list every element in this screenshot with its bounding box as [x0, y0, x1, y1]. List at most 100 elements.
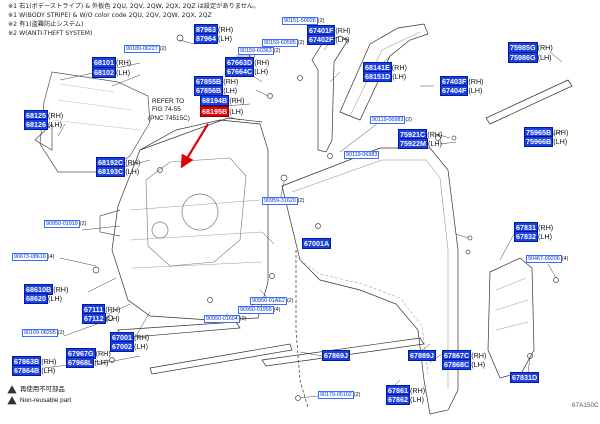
part-90950-01604[interactable]: 90950-01604(2): [204, 315, 246, 323]
part-67861[interactable]: 67861(RH): [386, 385, 425, 396]
part-side: (RH): [53, 285, 69, 294]
part-75965B[interactable]: 75965B(RH): [524, 127, 568, 138]
part-67968L[interactable]: 67968L(LH): [66, 357, 109, 368]
part-67111[interactable]: 67111(RH): [82, 304, 120, 315]
part-68610B[interactable]: 68610B(RH): [24, 284, 69, 295]
part-67401F[interactable]: 67401F(RH): [307, 25, 351, 36]
part-67831D[interactable]: 67831D: [510, 372, 540, 383]
part-67967G[interactable]: 67967G(RH): [66, 348, 111, 359]
part-number: 87964: [194, 33, 218, 44]
part-68620[interactable]: 68620(LH): [24, 293, 62, 304]
part-67867C[interactable]: 67867C(RH): [442, 350, 486, 361]
part-67831[interactable]: 67831(RH): [514, 222, 553, 233]
belt-molding-drawing: [485, 79, 573, 125]
part-90119-06983-a[interactable]: 90119-06983(2): [370, 116, 412, 124]
part-67402F[interactable]: 67402F(LH): [307, 34, 349, 45]
part-90467-09206[interactable]: 90467-09206(4): [526, 255, 568, 263]
part-90950-01AE2[interactable]: 90950-01AE2(2): [250, 297, 294, 305]
part-68125[interactable]: 68125(RH): [24, 110, 63, 121]
part-number: 67862: [386, 394, 410, 405]
part-number: 68610B: [24, 284, 54, 295]
legend-jp-label: 再使用不可部品: [20, 386, 65, 393]
part-number: 75986G: [508, 52, 538, 63]
part-67868C[interactable]: 67868C(LH): [442, 359, 485, 370]
header-note-2: ※1 W(BODY STRIPE) & W/O color code 2QU, …: [8, 12, 212, 19]
part-side: (RH): [41, 357, 57, 366]
part-90119-06983-b[interactable]: 90119-06983: [344, 151, 380, 159]
part-75985G[interactable]: 75985G(RH): [508, 42, 553, 53]
part-number: 68125: [24, 110, 48, 121]
part-67862[interactable]: 67862(LH): [386, 394, 424, 405]
hardware-qty: (2): [297, 40, 305, 46]
part-90950-01956[interactable]: 90950-01956(4): [238, 306, 280, 314]
part-68102[interactable]: 68102(LH): [92, 67, 130, 78]
refer-to-line-2: FIG 74-55: [152, 106, 181, 113]
part-side: (LH): [392, 72, 407, 81]
legend-en-label: Non-reusable part: [20, 397, 72, 404]
part-number: 87963: [194, 24, 218, 35]
part-67864B[interactable]: 67864B(LH): [12, 365, 55, 376]
part-90673-08616[interactable]: 90673-08616(4): [12, 253, 54, 261]
part-67855B[interactable]: 67855B(RH): [194, 76, 238, 87]
part-68141E[interactable]: 68141E(RH): [363, 62, 407, 73]
hardware-number: 90151-50026: [282, 17, 318, 25]
part-90189-06227[interactable]: 90189-06227(2): [124, 45, 166, 53]
hardware-number: 90119-06983: [344, 151, 380, 159]
part-90109-08295[interactable]: 90109-08295(2): [22, 329, 64, 337]
part-68193C[interactable]: 68193C(LH): [96, 166, 139, 177]
part-number: 68194B: [200, 95, 230, 106]
part-75986G[interactable]: 75986G(LH): [508, 52, 552, 63]
part-68126[interactable]: 68126(LH): [24, 119, 62, 130]
part-number: 68126: [24, 119, 48, 130]
part-67863B[interactable]: 67863B(RH): [12, 356, 57, 367]
part-87964[interactable]: 87964(LH): [194, 33, 232, 44]
part-67112[interactable]: 67112(LH): [82, 313, 120, 324]
part-90179-05102[interactable]: 90179-05102(2): [318, 391, 360, 399]
part-75922M[interactable]: 75922M(LH): [398, 138, 442, 149]
part-90159-60363[interactable]: 90159-60363(2): [238, 47, 280, 55]
refer-to-line-1: REFER TO: [152, 98, 185, 105]
part-side: (LH): [94, 358, 109, 367]
part-68195B[interactable]: 68195B(LH): [200, 106, 243, 117]
hardware-qty: (2): [286, 298, 294, 304]
part-side: (RH): [537, 43, 553, 52]
part-number: 67001: [110, 332, 134, 343]
part-67001A[interactable]: 67001A: [302, 238, 332, 249]
part-67856B[interactable]: 67856B(LH): [194, 85, 237, 96]
part-68101[interactable]: 68101(RH): [92, 57, 132, 68]
part-75966B[interactable]: 75966B(LH): [524, 136, 567, 147]
part-67664C[interactable]: 67664C(LH): [225, 66, 269, 77]
part-67889J[interactable]: 67889J: [408, 350, 436, 361]
part-number: 67402F: [307, 34, 336, 45]
part-67403F[interactable]: 67403F(RH): [440, 76, 484, 87]
part-68192C[interactable]: 68192C(RH): [96, 157, 140, 168]
hardware-number: 90959-31620: [262, 197, 298, 205]
part-side: (RH): [116, 58, 132, 67]
part-number: 75985G: [508, 42, 538, 53]
part-87963[interactable]: 87963(RH): [194, 24, 233, 35]
part-67869J[interactable]: 67869J: [322, 350, 350, 361]
header-note-4: ※2 W(ANTI-THEFT SYSTEM): [8, 30, 93, 37]
part-90159-60595[interactable]: 90159-60595(2): [262, 39, 305, 47]
part-90959-31620[interactable]: 90959-31620(2): [262, 197, 304, 205]
hardware-number: 90159-60595: [262, 39, 298, 47]
part-67832[interactable]: 67832(LH): [514, 231, 552, 242]
part-side: (RH): [95, 349, 111, 358]
part-number: 75966B: [524, 136, 554, 147]
part-67663D[interactable]: 67663D(RH): [225, 57, 269, 68]
part-90151-50026[interactable]: 90151-50026(2): [282, 17, 324, 25]
part-67002[interactable]: 67002(LH): [110, 341, 148, 352]
part-75921C[interactable]: 75921C(RH): [398, 129, 442, 140]
part-number: 67404F: [440, 85, 469, 96]
part-68151D[interactable]: 68151D(LH): [363, 71, 407, 82]
part-90950-01919[interactable]: 90950-01919(2): [44, 220, 86, 228]
fasteners-drawing: [92, 34, 559, 401]
door-weatherstrip-drawing: [339, 23, 429, 121]
part-side: (LH): [254, 67, 269, 76]
part-side: (LH): [105, 314, 120, 323]
opening-weatherstrip-drawing: [281, 147, 459, 415]
part-68194B[interactable]: 68194B(RH): [200, 95, 244, 106]
header-note-3: ※2 有1(盗難防止システム): [8, 21, 84, 28]
part-67404F[interactable]: 67404F(LH): [440, 85, 482, 96]
part-67001[interactable]: 67001(RH): [110, 332, 149, 343]
